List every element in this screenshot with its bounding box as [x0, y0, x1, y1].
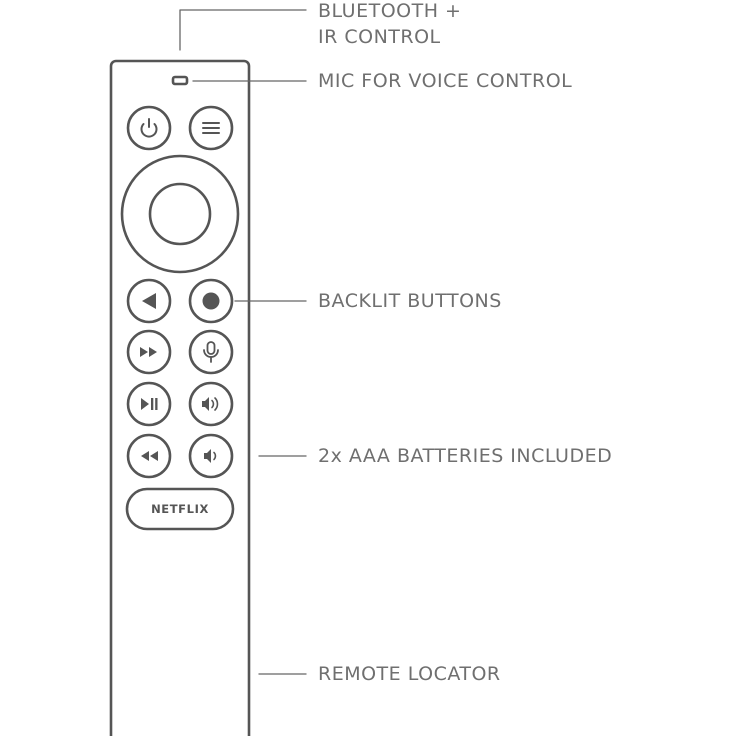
- rewind-button[interactable]: [126, 433, 172, 479]
- bluetooth-label-line2: IR CONTROL: [318, 26, 441, 48]
- volume-up-icon: [202, 397, 219, 411]
- fast-forward-button[interactable]: [126, 329, 172, 375]
- netflix-button[interactable]: [125, 487, 235, 531]
- select-button[interactable]: [148, 182, 212, 246]
- home-button[interactable]: [188, 278, 234, 324]
- back-icon: [142, 293, 156, 309]
- volume-down-icon: [204, 449, 217, 463]
- back-button[interactable]: [126, 278, 172, 324]
- home-icon: [202, 292, 220, 310]
- bluetooth-leader-line: [179, 9, 307, 51]
- volume-down-button[interactable]: [188, 433, 234, 479]
- remote-body: [109, 59, 251, 736]
- batteries-callout: 2x AAA BATTERIES INCLUDED: [318, 445, 613, 467]
- bluetooth-callout: BLUETOOTH + IR CONTROL: [318, 0, 461, 50]
- locator-callout: REMOTE LOCATOR: [318, 663, 501, 685]
- play-pause-icon: [141, 398, 158, 410]
- power-icon: [140, 118, 158, 138]
- power-button[interactable]: [126, 105, 172, 151]
- mic-slot: [171, 75, 189, 86]
- microphone-icon: [203, 341, 219, 363]
- menu-button[interactable]: [188, 105, 234, 151]
- voice-button[interactable]: [188, 329, 234, 375]
- fast-forward-icon: [140, 347, 157, 357]
- navigation-ring[interactable]: [120, 154, 240, 274]
- volume-up-button[interactable]: [188, 381, 234, 427]
- rewind-icon: [141, 451, 158, 461]
- backlit-callout: BACKLIT BUTTONS: [318, 290, 502, 312]
- menu-icon: [202, 122, 220, 134]
- netflix-label: NETFLIX: [151, 502, 209, 516]
- mic-callout: MIC FOR VOICE CONTROL: [318, 70, 573, 92]
- play-pause-button[interactable]: [126, 381, 172, 427]
- bluetooth-label-line1: BLUETOOTH +: [318, 0, 462, 22]
